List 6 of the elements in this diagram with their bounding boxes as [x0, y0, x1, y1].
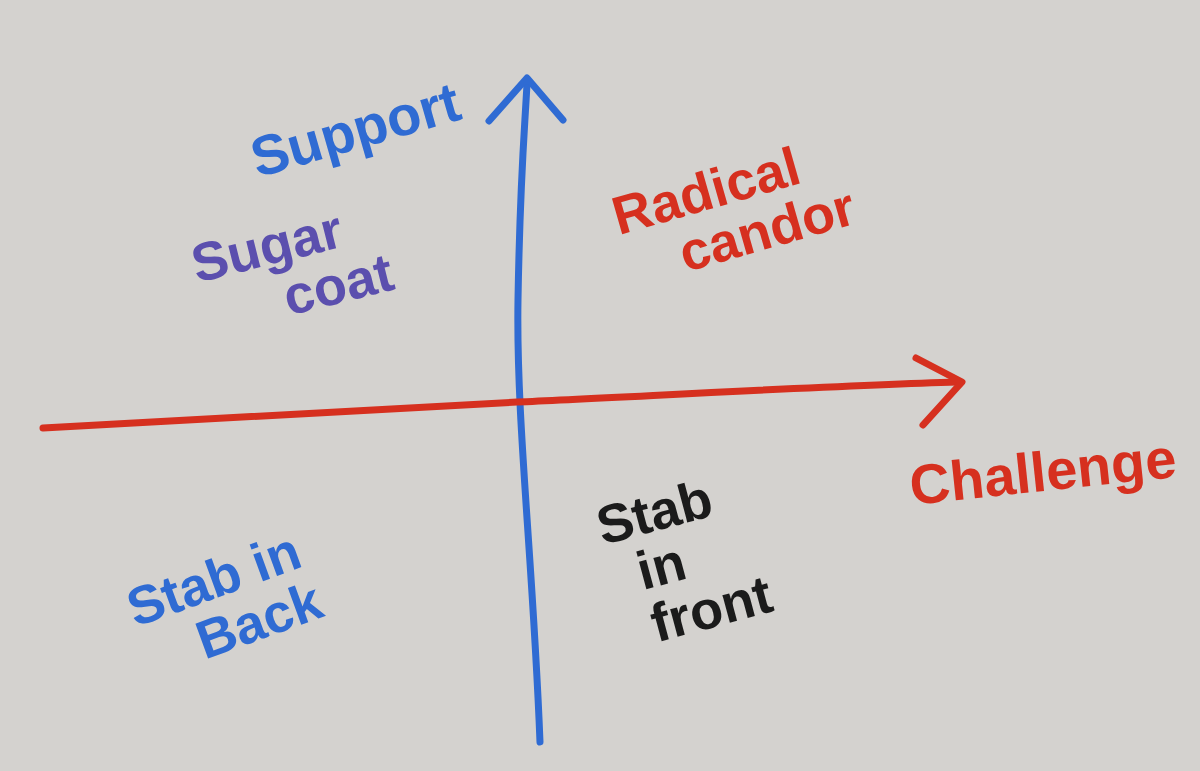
quadrant-label: Stab in front	[590, 466, 780, 656]
quadrant-label: Stab in Back	[119, 518, 331, 673]
axis-label: Challenge	[906, 430, 1179, 514]
axis-label: Support	[244, 73, 467, 187]
quadrant-label: Radical candor	[606, 134, 863, 285]
quadrant-label: Sugar coat	[186, 197, 401, 329]
